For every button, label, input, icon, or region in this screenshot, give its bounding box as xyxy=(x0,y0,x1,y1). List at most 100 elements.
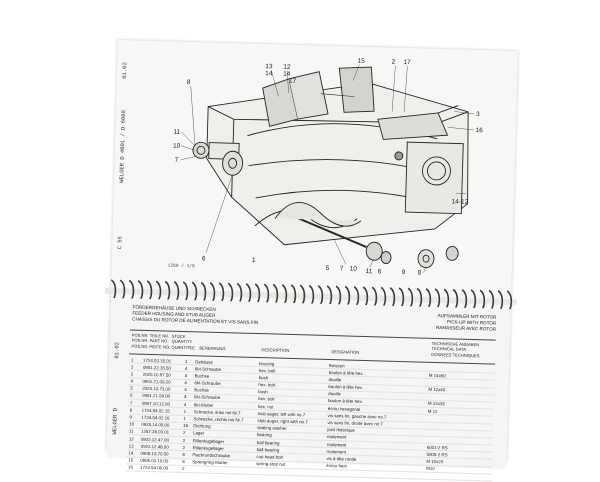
callout-label: 1 xyxy=(252,257,256,264)
cell-name: Buchse xyxy=(194,388,254,395)
cell-pos: 6 xyxy=(130,393,140,398)
callout-label: 7 xyxy=(175,157,179,164)
col-partno-fr: PIECE NO. xyxy=(149,344,170,350)
callout-label: 16 xyxy=(476,127,484,134)
cell-qty: 4 xyxy=(184,380,194,385)
cell-technical xyxy=(428,416,488,418)
callout-label: 9 xyxy=(402,269,406,276)
cell-pos: 5 xyxy=(130,386,140,391)
col-technical-header: TECHNISCHE ANGABEN TECHNICAL DATA DONNEE… xyxy=(431,341,480,359)
model-label: WELGER D 4001 / D 6000 xyxy=(118,110,127,183)
group-fr: RAMASSEUR AVEC ROTOR xyxy=(436,325,496,333)
page-ref-top: 01.02 xyxy=(121,62,128,79)
col-pos-fr: POS.NO. xyxy=(131,343,148,349)
callout-label: 8 xyxy=(187,79,191,86)
cell-technical: M 12 xyxy=(428,408,488,415)
exploded-drawing: 8 11 10 7 13 14 12 14 17 15 2 17 3 16 14… xyxy=(133,45,499,287)
cell-description: ball bearing xyxy=(257,440,325,447)
cell-designation: boulon à tête hex. xyxy=(328,384,396,391)
cell-name: Rillenkugellager xyxy=(193,438,253,445)
cell-technical xyxy=(426,473,486,475)
col-qty-header: STÜCK QUANTITY QUANTITEE xyxy=(171,334,195,351)
callout-label: 11 xyxy=(366,268,373,275)
col-qty-fr: QUANTITEE xyxy=(171,344,195,350)
cell-qty: 4 xyxy=(185,373,195,378)
page-ref-bottom: C 55 xyxy=(116,236,123,249)
cell-technical xyxy=(427,437,487,439)
cell-name: Gehäuse xyxy=(195,359,255,366)
cell-qty: 8 xyxy=(182,459,192,464)
cell-part-no: 0925.14.00.00 xyxy=(141,422,181,428)
cell-technical: M 10x20 xyxy=(426,459,486,466)
cell-technical: M10 xyxy=(426,466,486,473)
cell-name xyxy=(192,467,252,469)
cell-pos: 8 xyxy=(130,407,140,412)
callout-label: 11 xyxy=(173,129,180,136)
cell-name: Sprengring-Mutter xyxy=(192,459,252,466)
cell-description: hex. bolt xyxy=(259,368,327,375)
cell-pos: 11 xyxy=(129,429,139,434)
callout-label: 14 xyxy=(265,70,273,77)
cell-technical xyxy=(429,365,489,367)
cell-qty: 4 xyxy=(184,387,194,392)
cell-description: bush xyxy=(258,389,326,396)
cell-description: ball bearing xyxy=(257,447,325,454)
cell-qty: 2 xyxy=(183,438,193,443)
cell-part-no: 1724.54.02.16 xyxy=(141,415,181,421)
cell-description: stub auger, right with no.7 xyxy=(257,418,325,425)
cell-name: 6kt-Mutter xyxy=(194,402,254,409)
cell-qty: 4 xyxy=(184,394,194,399)
cell-pos: 15 xyxy=(128,458,138,463)
col-partno-header: TEILE NR. PART NO. PIECE NO. xyxy=(149,333,170,350)
cell-part-no: 1257.35.03.01 xyxy=(141,429,181,435)
cell-designation: vis sans fin, gauche avec no.7 xyxy=(328,413,396,420)
cell-designation: roulement xyxy=(327,434,395,441)
callout-label: 17 xyxy=(289,78,297,85)
col-description-header: DESCRIPTION xyxy=(261,347,289,353)
cell-pos: 10 xyxy=(129,422,139,427)
cell-description xyxy=(256,468,324,470)
cell-qty: 4 xyxy=(184,402,194,407)
cell-designation: joint théorique xyxy=(327,427,395,434)
col-tech-fr: DONNEES TECHNIQUES xyxy=(431,352,479,359)
cell-description: hex. bolt xyxy=(258,396,326,403)
callout-label: 6 xyxy=(378,268,382,275)
cell-pos: 12 xyxy=(129,436,139,441)
cell-part-no: 2020.10.73.00 xyxy=(142,386,182,392)
cell-part-no: 2020.10.97.50 xyxy=(143,372,183,378)
cell-name: 6kt-Schraube xyxy=(195,366,255,373)
cell-pos: 13 xyxy=(129,443,139,448)
cell-part-no: 0901.22.16.50 xyxy=(143,365,183,371)
cell-technical: M 12x40 xyxy=(428,387,488,394)
cell-designation: vis sans fin, droite avec no.7 xyxy=(327,420,395,427)
cell-designation: boulon à tête hex. xyxy=(328,398,396,405)
cell-designation xyxy=(326,470,394,472)
cell-qty: 2 xyxy=(182,466,192,471)
cell-qty: 8 xyxy=(182,452,192,457)
callout-label: 6 xyxy=(202,255,206,262)
callout-label: 14-12 xyxy=(452,198,469,205)
cell-designation: écrou hexagonal xyxy=(328,406,396,413)
cell-description: hex. nut xyxy=(258,404,326,411)
cell-description: bush xyxy=(259,375,327,382)
cell-pos: 2 xyxy=(131,364,141,369)
drawing-page: 01.02 WELGER D 4001 / D 6000 C 55 1260 /… xyxy=(111,40,518,294)
cell-designation: boulon à tête hex. xyxy=(329,370,397,377)
cell-technical xyxy=(427,430,487,432)
cell-technical xyxy=(427,423,487,425)
cell-qty: 1 xyxy=(184,409,194,414)
callout-label: 3 xyxy=(476,111,480,118)
cell-description: cup head bolt xyxy=(256,454,324,461)
group-title: AUFSAMMLER MIT ROTOR PICK-UP WITH ROTOR … xyxy=(436,313,497,333)
cell-name: Dichtung xyxy=(193,423,253,430)
cell-technical xyxy=(429,380,489,382)
cell-part-no: 0922.12.47.00 xyxy=(141,436,181,442)
cell-pos: 4 xyxy=(130,379,140,384)
cell-qty: 1 xyxy=(185,358,195,363)
cell-qty: 2 xyxy=(183,430,193,435)
cell-technical: 6005-2 RS xyxy=(426,452,486,459)
cell-part-no: 1724.53.16.01 xyxy=(143,357,183,363)
cell-technical: M 12x35 xyxy=(428,401,488,408)
cell-name: Schnecke, links mit Nr.7 xyxy=(194,409,254,416)
